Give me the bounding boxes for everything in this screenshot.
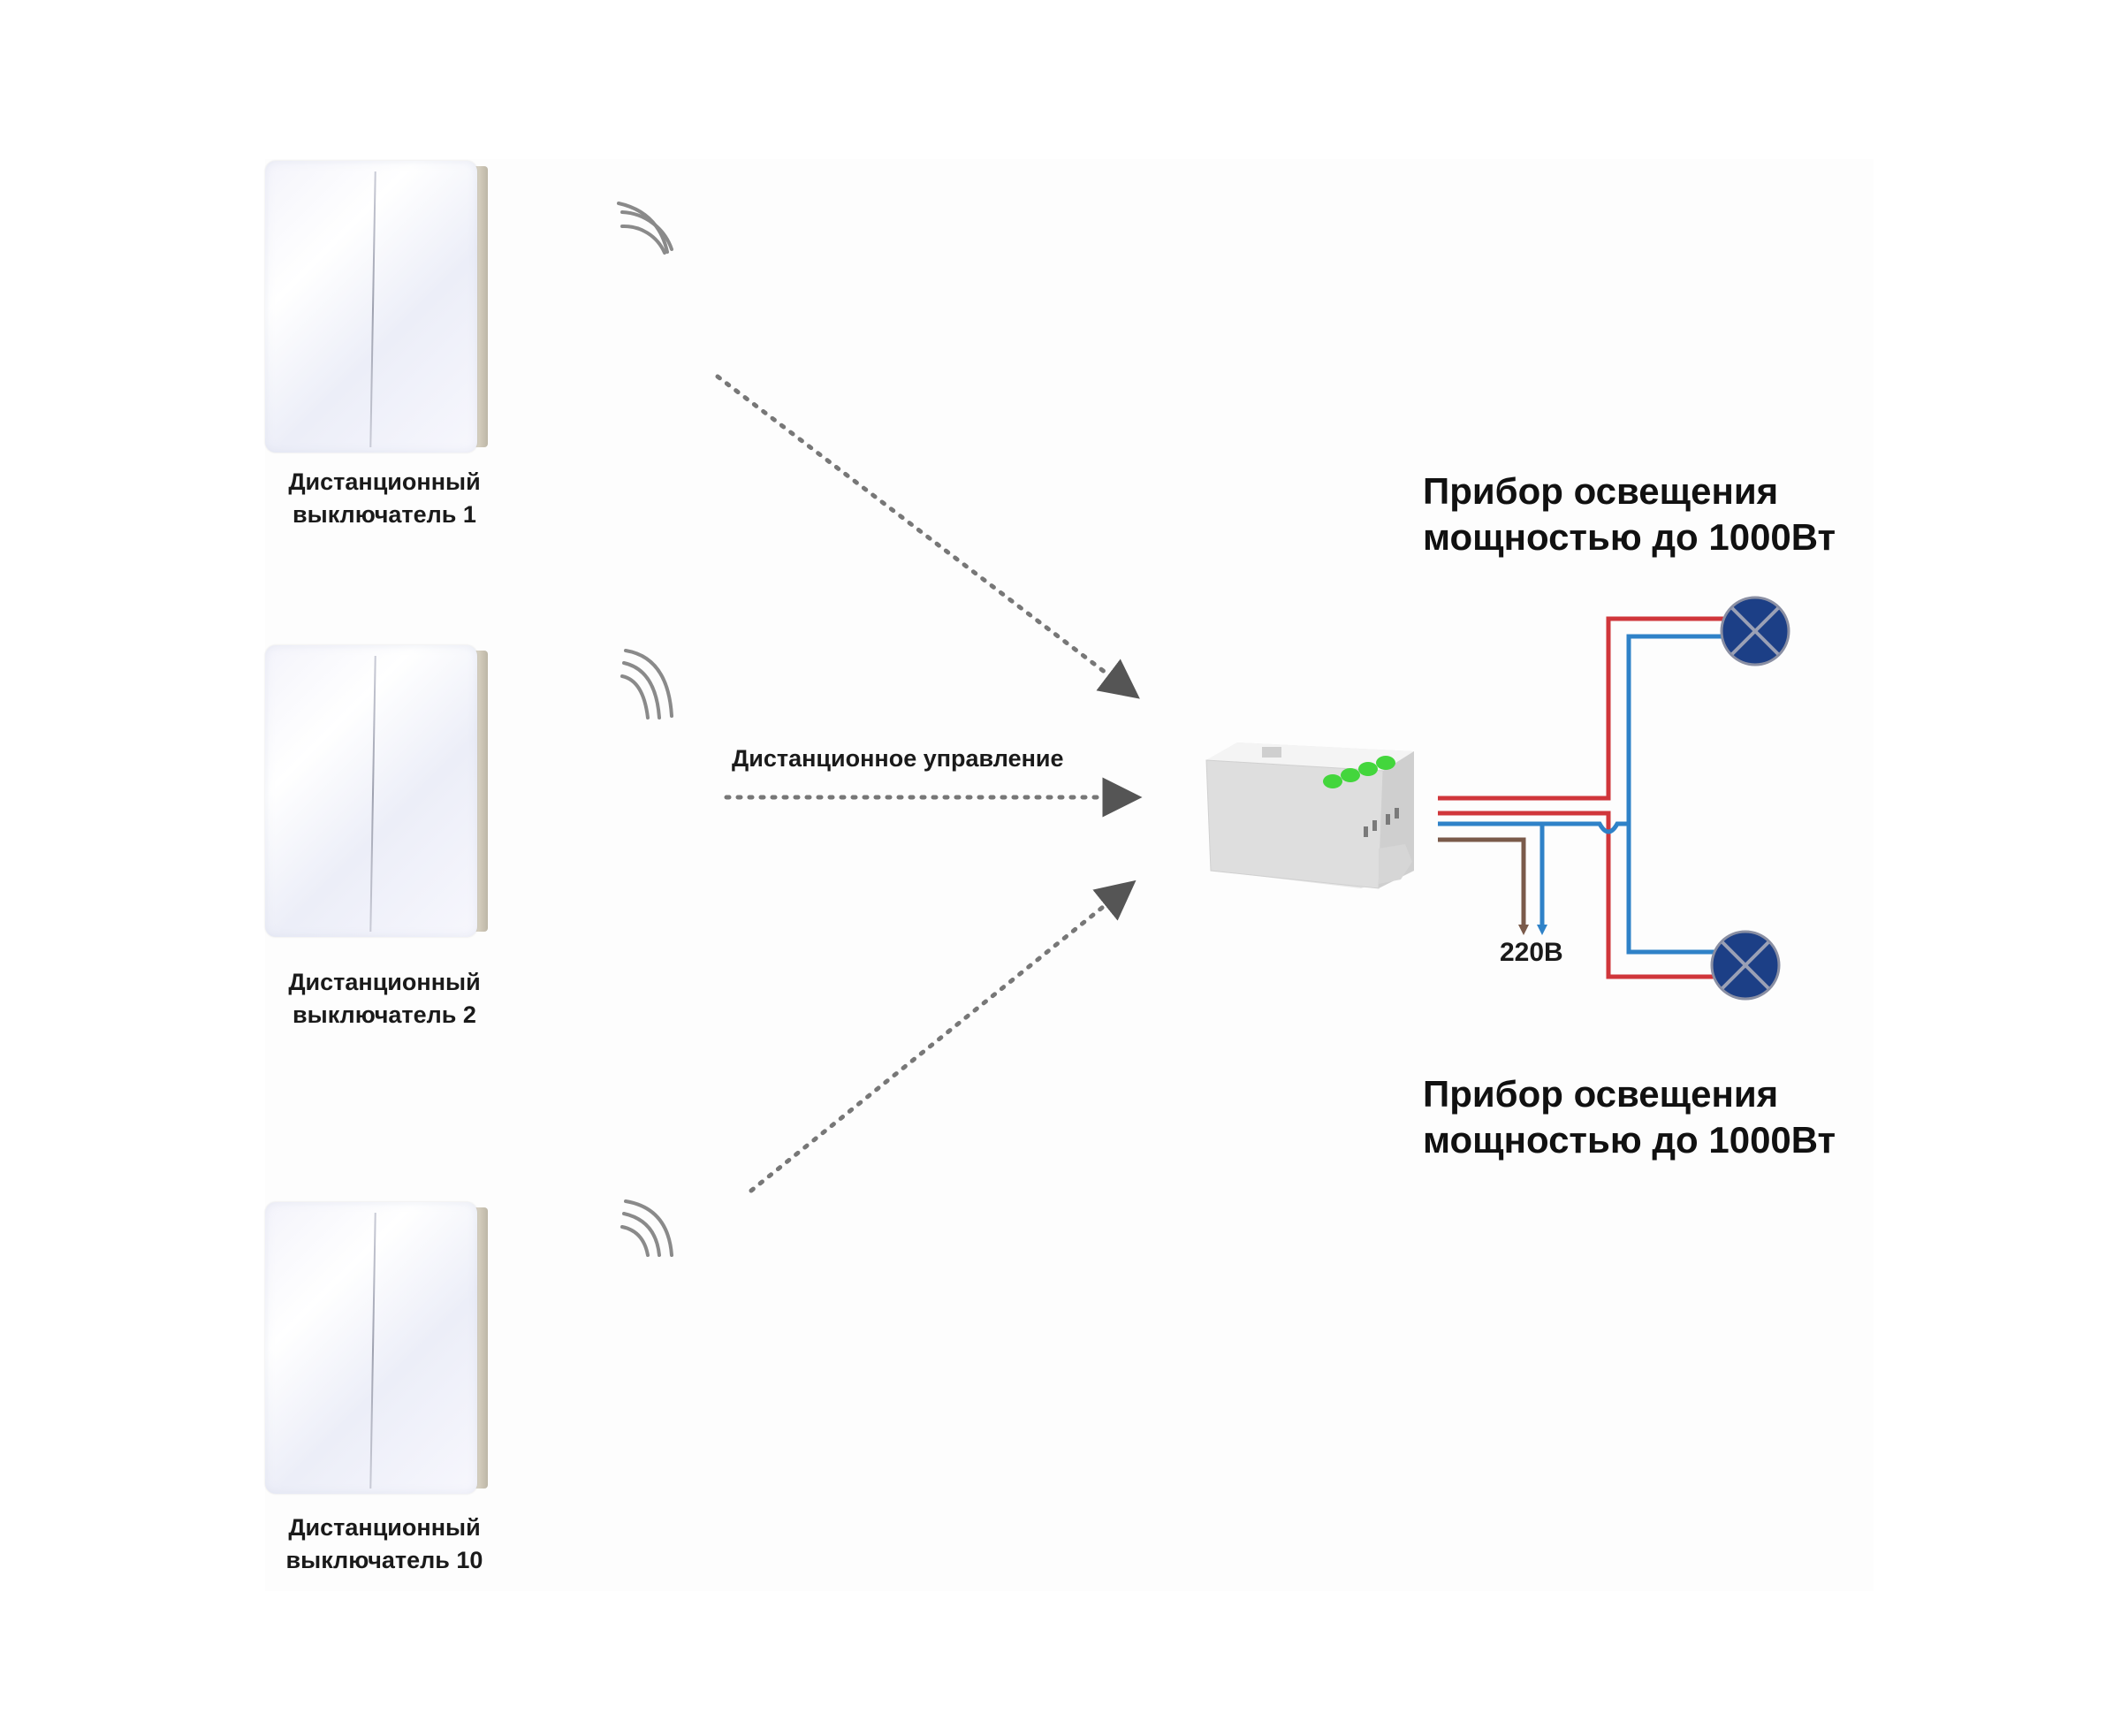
switch-label-line1: Дистанционный	[288, 1514, 481, 1541]
switch-label-line1: Дистанционный	[288, 468, 481, 495]
switch-label-2: Дистанционный выключатель 2	[252, 966, 517, 1032]
supply-wire-brown	[1438, 837, 1526, 928]
lamp-label-2: Прибор освещения мощностью до 1000Вт	[1423, 1071, 1836, 1163]
wireless-signal-icon	[620, 1199, 673, 1257]
background-panel	[265, 159, 1874, 1591]
wall-switch-icon	[265, 1202, 488, 1494]
lamp-label-1: Прибор освещения мощностью до 1000Вт	[1423, 468, 1836, 560]
wireless-signal-icon	[617, 202, 673, 255]
lamp-label-line1: Прибор освещения	[1423, 470, 1779, 512]
lamp-icon	[1720, 596, 1790, 666]
wiring	[1438, 616, 1723, 979]
switch-label-1: Дистанционный выключатель 1	[252, 466, 517, 531]
wireless-signal-icon	[620, 649, 673, 720]
phase-wire-lamp-2	[1438, 811, 1714, 979]
lamp-label-line2: мощностью до 1000Вт	[1423, 516, 1836, 558]
lamp-label-line1: Прибор освещения	[1423, 1073, 1779, 1115]
voltage-label: 220В	[1500, 938, 1563, 967]
remote-control-label: Дистанционное управление	[732, 745, 1064, 772]
switch-label-line2: выключатель 1	[293, 501, 476, 528]
arrow-icon	[715, 374, 1140, 699]
arrow-icon	[749, 879, 1137, 1193]
terminal-leds	[1323, 756, 1395, 788]
neutral-wire-lamp-1	[1626, 634, 1723, 824]
switch-label-10: Дистанционный выключатель 10	[252, 1511, 517, 1577]
switch-label-line1: Дистанционный	[288, 969, 481, 995]
lamp-icon	[1710, 930, 1781, 1001]
arrow-icon	[1537, 925, 1547, 935]
lamp-label-line2: мощностью до 1000Вт	[1423, 1119, 1836, 1161]
receiver-module-icon	[1205, 742, 1414, 889]
wall-switch-icon	[265, 645, 488, 937]
neutral-wire-lamp-2	[1626, 824, 1716, 955]
phase-wire-lamp-1	[1438, 616, 1723, 801]
wall-switch-icon	[265, 161, 488, 453]
arrow-icon	[1518, 925, 1529, 935]
neutral-wire	[1438, 821, 1629, 834]
switch-label-line2: выключатель 10	[285, 1547, 483, 1573]
switch-label-line2: выключатель 2	[293, 1001, 476, 1028]
